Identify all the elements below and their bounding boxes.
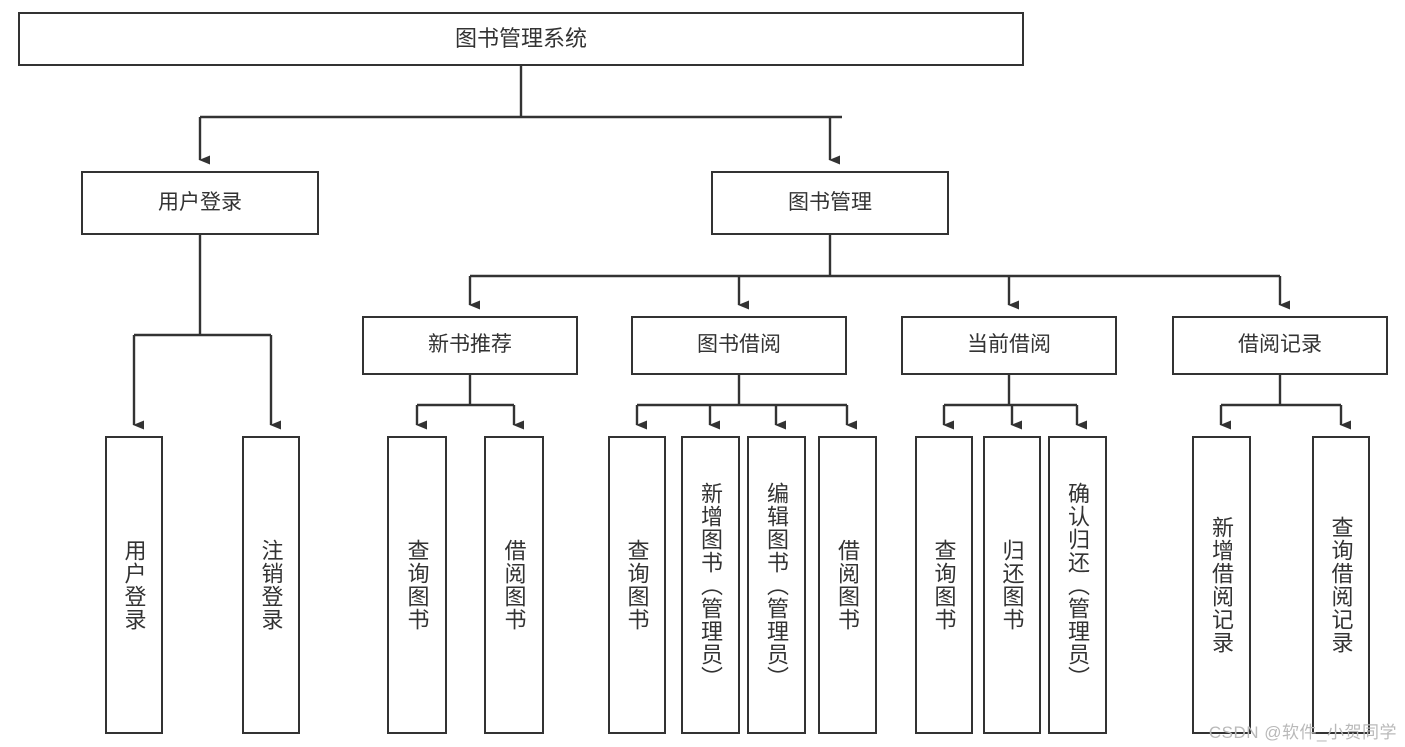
leaf-query-borrow-record[interactable]: 查询借阅记录 [1312,436,1370,734]
leaf-add-book-admin[interactable]: 新增图书（管理员） [681,436,740,734]
node-current-borrowing[interactable]: 当前借阅 [901,316,1117,375]
node-label: 新书推荐 [428,333,512,357]
node-label: 用户登录 [121,539,147,631]
leaf-user-login[interactable]: 用户登录 [105,436,163,734]
node-label: 借阅记录 [1238,333,1322,357]
node-label: 归还图书 [999,539,1025,631]
node-label: 查询图书 [624,539,650,631]
node-label: 借阅图书 [835,539,861,631]
leaf-return-book[interactable]: 归还图书 [983,436,1041,734]
leaf-query-book-new-rec[interactable]: 查询图书 [387,436,447,734]
node-label: 图书管理 [788,190,872,214]
node-new-book-recommendation[interactable]: 新书推荐 [362,316,578,375]
node-label: 借阅图书 [501,539,527,631]
node-root-book-management-system[interactable]: 图书管理系统 [18,12,1024,66]
node-label: 查询图书 [404,539,430,631]
node-label: 新增借阅记录 [1209,516,1235,654]
node-label: 用户登录 [158,190,242,214]
node-label: 新增图书（管理员） [698,481,724,689]
node-book-management[interactable]: 图书管理 [711,171,949,235]
node-user-login[interactable]: 用户登录 [81,171,319,235]
node-label: 当前借阅 [967,333,1051,357]
leaf-query-book-borrowing[interactable]: 查询图书 [608,436,666,734]
node-label: 查询借阅记录 [1328,516,1354,654]
leaf-edit-book-admin[interactable]: 编辑图书（管理员） [747,436,806,734]
leaf-query-book-current[interactable]: 查询图书 [915,436,973,734]
node-label: 查询图书 [931,539,957,631]
leaf-confirm-return-admin[interactable]: 确认归还（管理员） [1048,436,1107,734]
node-label: 确认归还（管理员） [1065,481,1091,689]
node-label: 编辑图书（管理员） [764,481,790,689]
node-label: 图书管理系统 [454,26,587,52]
leaf-add-borrow-record[interactable]: 新增借阅记录 [1192,436,1251,734]
node-borrowing-record[interactable]: 借阅记录 [1172,316,1388,375]
leaf-borrow-book-new-rec[interactable]: 借阅图书 [484,436,544,734]
leaf-logout[interactable]: 注销登录 [242,436,300,734]
node-label: 注销登录 [258,539,284,631]
node-label: 图书借阅 [697,333,781,357]
leaf-borrow-book-borrowing[interactable]: 借阅图书 [818,436,877,734]
node-book-borrowing[interactable]: 图书借阅 [631,316,847,375]
